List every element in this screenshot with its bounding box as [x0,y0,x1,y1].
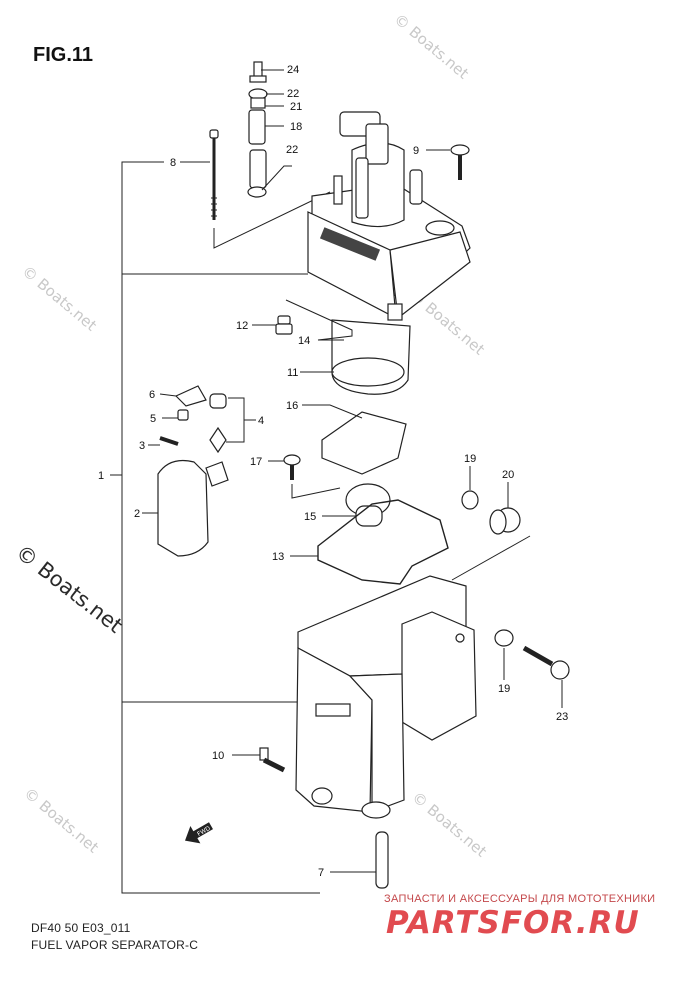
fwd-arrow-icon: FWD [185,822,213,844]
part-7-hose [330,831,389,889]
lower-housing [295,575,477,819]
part-23-bolt [522,645,570,708]
part-16-gasket [302,404,407,475]
figure-title: FIG.11 [33,44,94,66]
callout-20: 20 [502,469,514,481]
callout-1: 1 [98,470,104,482]
part-14-leader [285,299,353,341]
callout-4: 4 [258,415,264,427]
callout-21: 21 [290,101,302,113]
callout-15: 15 [304,511,316,523]
callout-16: 16 [286,400,298,412]
callout-5: 5 [150,413,156,425]
part-13-gasket [290,499,449,585]
brand-logo: PARTSFOR.RU [386,905,640,941]
callout-14: 14 [298,335,310,347]
callout-9: 9 [413,145,419,157]
part-20-grommet [451,482,531,581]
part-19-grommet [461,466,479,510]
callout-17: 17 [250,456,262,468]
callout-3: 3 [139,440,145,452]
callout-22b: 22 [286,144,298,156]
part-17-screw [268,454,341,499]
callout-10: 10 [212,750,224,762]
left-small-parts [148,385,256,454]
part-19-washer [494,629,514,680]
callout-19: 19 [464,453,476,465]
assembly-bracket [110,161,320,894]
figure-name: FUEL VAPOR SEPARATOR-C [31,938,199,952]
brand-tagline: ЗАПЧАСТИ И АКСЕССУАРЫ ДЛЯ МОТОТЕХНИКИ [384,893,656,905]
callout-12: 12 [236,320,248,332]
part-11-separator-body [307,111,471,395]
model-code: DF40 50 E03_011 [31,921,131,935]
callout-24: 24 [287,64,299,76]
callout-11: 11 [287,367,298,379]
callout-22: 22 [287,88,299,100]
part-2-filter-cover [142,459,229,557]
callout-6: 6 [149,389,155,401]
callout-19b: 19 [498,683,510,695]
part-15-float [322,483,391,527]
callout-23: 23 [556,711,568,723]
part-8-long-bolt [209,129,331,249]
part-9-screw [426,144,470,180]
callout-13: 13 [272,551,284,563]
callout-2: 2 [134,508,140,520]
part-12-screw [252,315,293,335]
callout-7: 7 [318,867,324,879]
callout-8: 8 [170,157,176,169]
callout-18: 18 [290,121,302,133]
hose-fitting-stack [247,61,292,198]
part-10-fitting [232,747,286,773]
